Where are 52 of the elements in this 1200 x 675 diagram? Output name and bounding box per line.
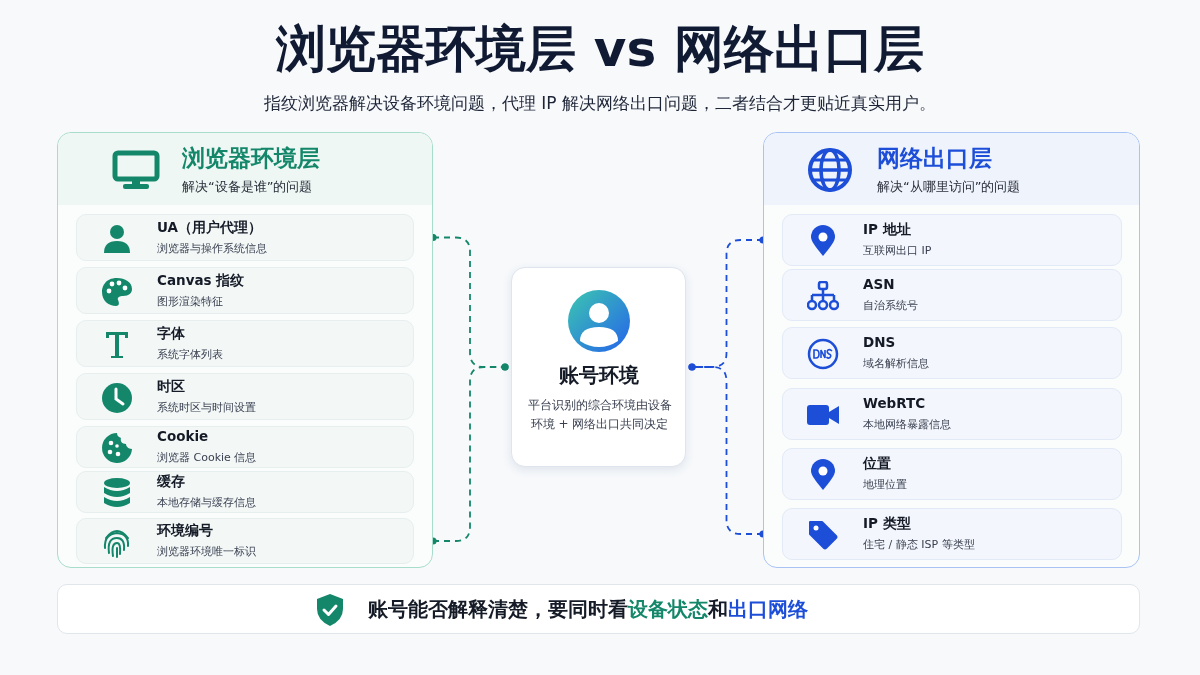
title: 浏览器环境层 vs 网络出口层: [274, 19, 925, 80]
feature-description: 系统时区与时间设置: [157, 399, 256, 415]
layer-panel: [763, 132, 1140, 568]
feature-name: WebRTC: [863, 395, 926, 411]
card-description: 平台识别的综合环境由设备环境 + 网络出口共同决定: [526, 397, 673, 433]
feature-name: 时区: [157, 377, 185, 396]
conclusion-banner: [57, 584, 1140, 634]
feature-name: 位置: [863, 455, 891, 473]
feature-card: [76, 267, 414, 314]
layer-panel: [57, 132, 433, 568]
feature-card: [76, 214, 414, 261]
feature-description: 本地网络暴露信息: [863, 417, 951, 432]
panel-subheading: 解决“从哪里访问”的问题: [877, 178, 1021, 196]
feature-name: 缓存: [157, 473, 185, 491]
feature-card: [782, 214, 1122, 266]
feature-description: 系统字体列表: [157, 346, 223, 362]
feature-card: [782, 508, 1122, 560]
panel-subheading: 解决“设备是谁”的问题: [182, 178, 313, 196]
feature-name: Canvas 指纹: [157, 271, 245, 290]
feature-description: 住宅 / 静态 ISP 等类型: [863, 537, 975, 552]
feature-name: Cookie: [157, 428, 209, 444]
subtitle: 指纹浏览器解决设备环境问题，代理 IP 解决网络出口问题，二者结合才更贴近真实用户。: [262, 92, 938, 115]
feature-name: 字体: [157, 324, 185, 343]
feature-description: 互联网出口 IP: [863, 243, 932, 258]
feature-description: 本地存储与缓存信息: [157, 495, 256, 510]
feature-card: [782, 327, 1122, 379]
conclusion-text: 账号能否解释清楚，要同时看设备状态和出口网络: [368, 596, 808, 623]
card-title: 账号环境: [557, 362, 640, 389]
feature-card: [782, 388, 1122, 440]
feature-description: 地理位置: [863, 477, 907, 492]
feature-name: UA（用户代理）: [157, 218, 262, 237]
panel-heading: 浏览器环境层: [182, 144, 320, 173]
feature-name: DNS: [863, 334, 896, 350]
feature-description: 浏览器环境唯一标识: [157, 544, 256, 559]
account-card: [511, 267, 686, 467]
feature-card: [76, 320, 414, 367]
feature-description: 域名解析信息: [863, 356, 929, 371]
feature-name: 环境编号: [157, 522, 213, 540]
feature-card: [76, 518, 414, 564]
feature-card: [782, 448, 1122, 500]
feature-description: 图形渲染特征: [157, 293, 223, 309]
feature-card: [782, 269, 1122, 321]
feature-card: [76, 373, 414, 420]
feature-card: [76, 426, 414, 468]
feature-description: 浏览器与操作系统信息: [157, 240, 267, 256]
feature-name: ASN: [863, 276, 895, 292]
feature-description: 自治系统号: [863, 298, 918, 313]
panel-heading: 网络出口层: [877, 144, 992, 173]
feature-name: IP 地址: [863, 221, 911, 239]
feature-description: 浏览器 Cookie 信息: [157, 450, 257, 465]
feature-card: [76, 471, 414, 513]
feature-name: IP 类型: [863, 515, 911, 533]
